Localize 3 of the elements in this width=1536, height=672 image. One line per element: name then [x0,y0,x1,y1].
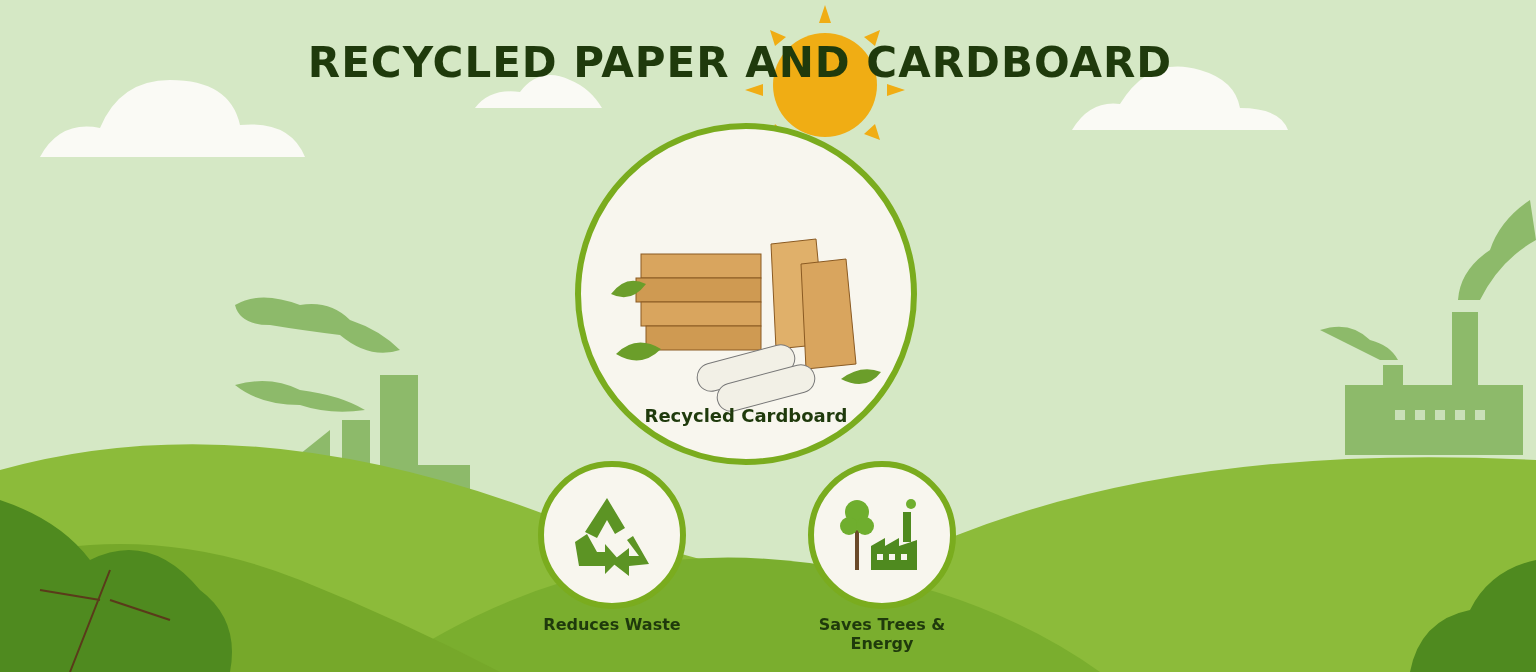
node-label: Saves Trees & Energy [817,615,947,653]
node-label: Recycled Cardboard [643,405,849,426]
node-label: Reduces Waste [542,615,682,634]
